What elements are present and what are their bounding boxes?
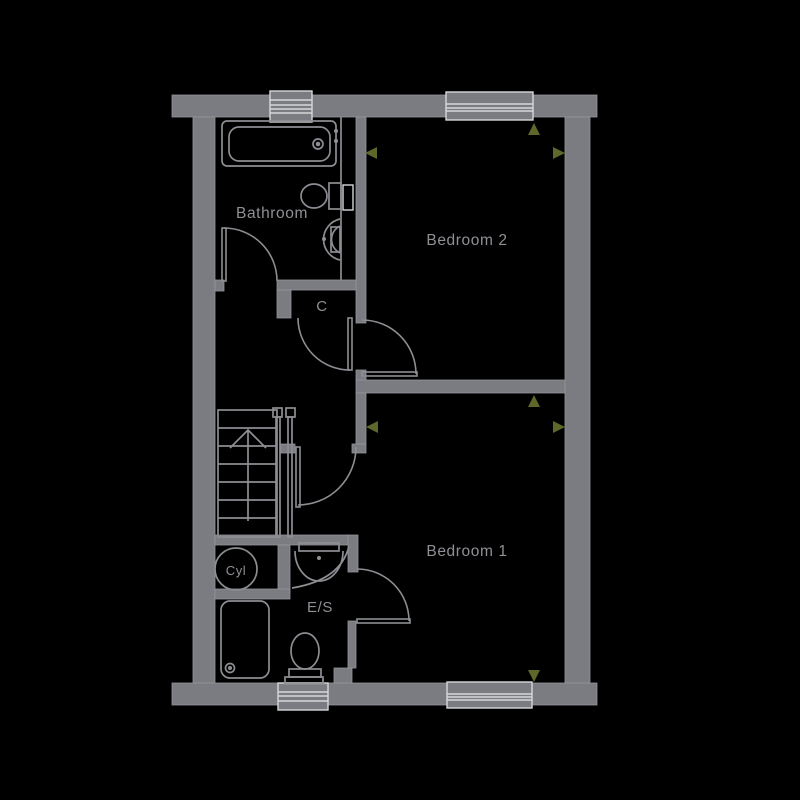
shower-drain-icon [224,662,236,674]
bedroom2-window [445,91,534,121]
fixtures [214,117,350,685]
wall-bathroom-bottom-left-stub [214,279,225,292]
stair-rail-left [275,416,281,538]
stairs-outline [217,409,278,538]
marker-left-icon-1 [365,147,377,159]
wall-bathroom-bottom-right [276,279,357,291]
wall-cyl-bottom [214,588,291,600]
bathroom-door-swing [223,227,278,282]
bathroom-basin-inner [330,225,341,254]
staircase [217,407,296,538]
bedroom1-window [446,681,533,709]
stair-newel-post-1 [272,407,283,418]
bathroom-basin-tap-dot [322,237,326,241]
ensuite-counter-arc [291,545,350,589]
ensuite-basin-back [298,542,340,552]
bathroom-toilet-cistern [328,182,342,210]
wall-ensuite-right-foot [333,667,353,684]
wall-spine-upper [355,116,367,324]
bedroom2-label: Bedroom 2 [426,232,507,249]
closet-label: C [316,298,327,315]
marker-right-icon-1 [553,147,565,159]
chimney-top-lines [270,99,312,114]
wall-bedroom-divider [355,379,566,394]
duct-box [342,184,354,211]
bedroom2-door-leaf [361,371,418,377]
wall-spine-lower [355,392,367,445]
ensuite-door-leaf [356,618,411,624]
shower-drain-dot [227,665,233,671]
wall-bottom [171,682,598,706]
bathroom-door-leaf [221,227,227,282]
cylinder-label: Cyl [226,563,247,578]
doors [221,227,418,624]
wall-right [564,116,591,684]
bathroom-label: Bathroom [236,205,308,222]
shower-tray [220,600,270,679]
ensuite-toilet-cistern-base [284,676,324,685]
ensuite-toilet-bowl [290,632,320,670]
measurement-markers [365,123,565,682]
chimney-top [269,90,313,123]
hot-water-cylinder [214,547,258,591]
ensuite-label: E/S [307,599,333,616]
ensuite-basin-bowl [294,550,344,582]
wall-ensuite-right-lower [347,620,357,669]
windows-chimneys [269,90,534,711]
stair-rail-right [287,416,293,538]
bath-drain-dot [315,141,321,147]
bath-inner [228,126,331,162]
bedroom2-door-swing [361,319,417,375]
wall-spine-foot [351,443,367,454]
wall-closet-left [276,289,292,319]
marker-up-icon-1 [528,123,540,135]
marker-left-icon-2 [366,421,378,433]
ensuite-basin-tap-dot [317,556,321,560]
bath-tap-dot-2 [333,138,339,144]
ensuite-toilet-cistern-top [288,668,322,678]
wall-left [192,116,216,684]
wall-ensuite-right-upper [347,534,359,573]
marker-down-icon-1 [528,670,540,682]
bedroom1-label: Bedroom 1 [426,543,507,560]
bath-outer [221,120,337,167]
chimney-bottom-lines [278,691,328,702]
marker-right-icon-2 [553,421,565,433]
bath-drain-icon [312,138,324,150]
bathroom-toilet-bowl [300,183,328,209]
room-labels: Bathroom Bedroom 2 C Bedroom 1 E/S Cyl [226,205,507,616]
bathroom-basin-pedestal [330,226,341,253]
wall-cyl-right [277,544,291,593]
ensuite-door-swing [356,568,410,622]
marker-up-icon-2 [528,395,540,407]
bath-tap-dot-1 [333,128,339,134]
bedroom1-door-leaf [295,446,301,508]
bedroom1-window-panes [447,693,532,701]
stairs-up-arrow-icon [229,428,267,521]
closet-door-swing [297,317,351,371]
stair-newel-post-2 [285,407,296,418]
closet-door-leaf [347,317,353,371]
bedroom1-door-swing [297,446,357,506]
bedroom2-window-panes [446,103,533,112]
